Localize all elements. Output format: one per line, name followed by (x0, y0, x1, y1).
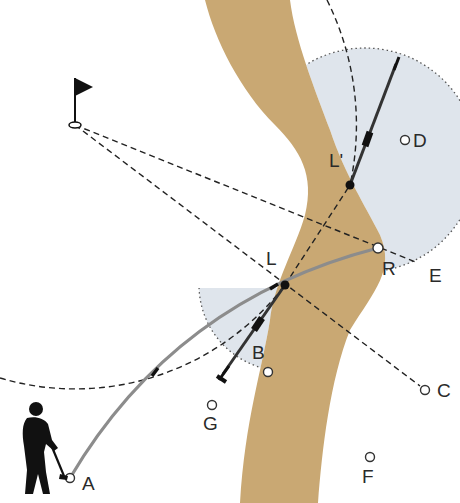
point-label: D (413, 131, 427, 150)
flight-ticks (152, 284, 278, 376)
point-label: G (203, 414, 218, 433)
reference-lines (0, 0, 420, 389)
ball-flight (70, 248, 378, 478)
club-length-l-prime (350, 57, 399, 185)
point-label: L' (329, 151, 343, 170)
club-length-l (217, 285, 285, 382)
point-label: R (382, 259, 396, 278)
point-label: F (362, 467, 374, 486)
point-label: B (252, 343, 265, 362)
points (66, 136, 430, 483)
point-label: E (429, 266, 442, 285)
point-label: C (437, 381, 451, 400)
flag (69, 78, 93, 128)
golfer (23, 402, 68, 494)
point-label: L (266, 249, 277, 268)
drop-spots (281, 181, 355, 290)
point-label: A (82, 474, 95, 493)
hazard-band (205, 0, 385, 503)
